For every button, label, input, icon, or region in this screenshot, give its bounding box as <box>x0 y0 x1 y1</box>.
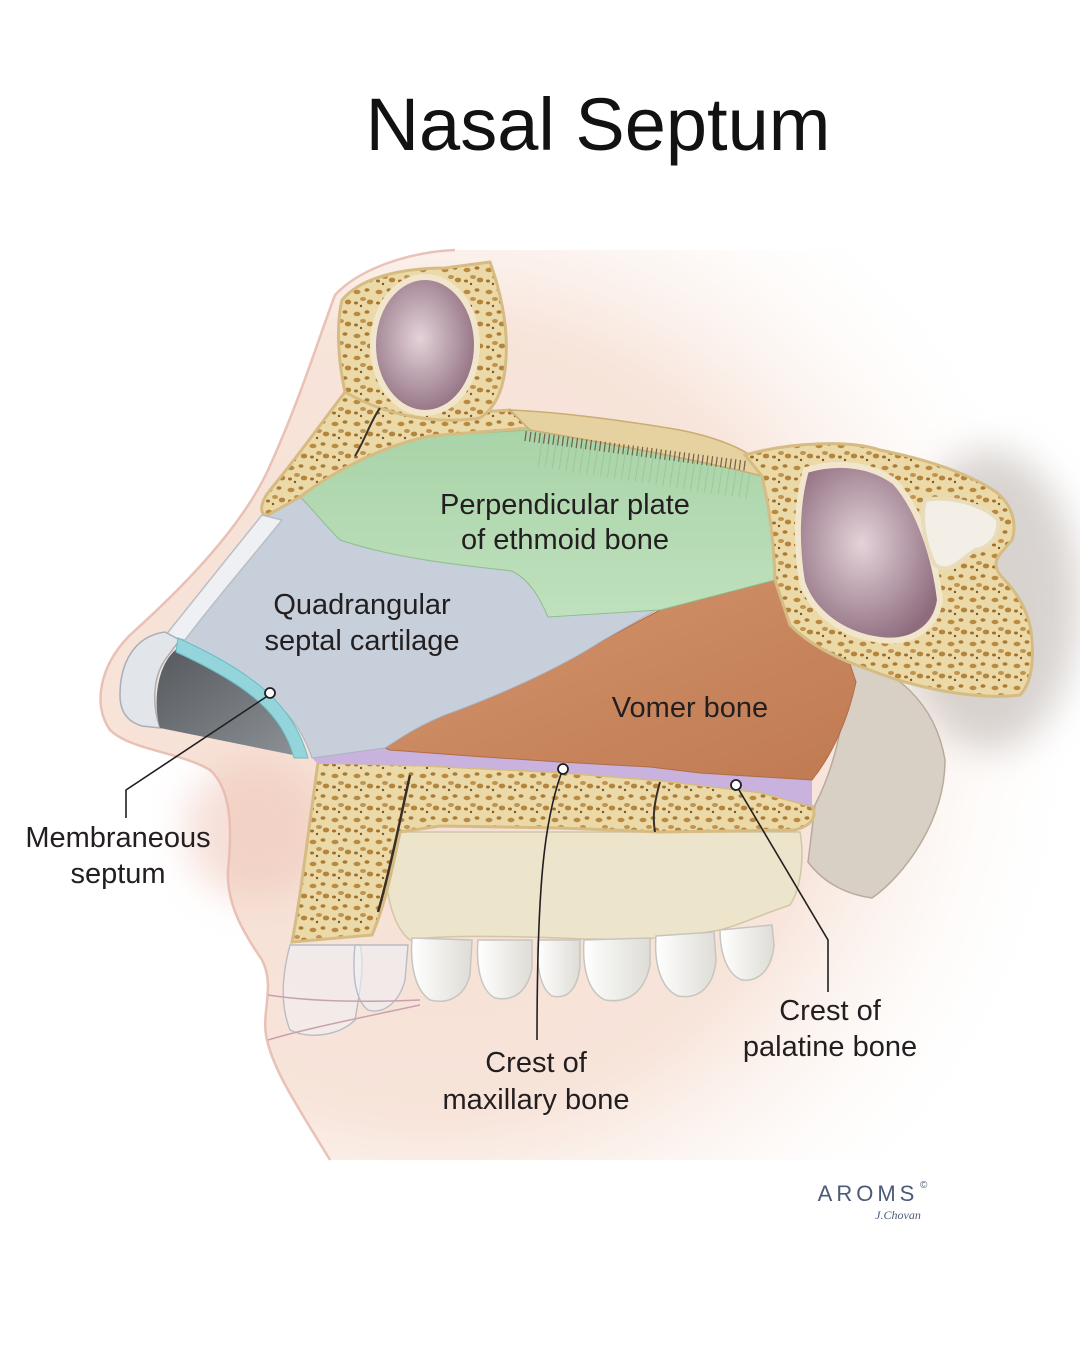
upper-lip-shading <box>185 760 325 900</box>
pterygoid-region <box>807 648 946 899</box>
cribriform-plate <box>508 409 764 478</box>
lip-line-lower <box>267 1004 421 1041</box>
artist-signature: J.Chovan <box>875 1208 921 1222</box>
ethmoid-striations <box>537 437 753 499</box>
frontal-sinus <box>370 274 480 416</box>
perpendicular-plate-label-line2: of ethmoid bone <box>461 524 669 556</box>
membraneous-septum-leader-dot <box>264 687 276 699</box>
crest-palatine-label-line2: palatine bone <box>743 1031 917 1063</box>
aroms-logo: AROMS © J.Chovan <box>818 1180 928 1222</box>
page-title: Nasal Septum <box>366 83 831 166</box>
crest-maxillary-label-line1: Crest of <box>485 1047 587 1079</box>
palate-bone <box>290 760 816 944</box>
quadrangular-cartilage-label-line2: septal cartilage <box>264 625 459 657</box>
crest-maxillary-leader <box>536 773 562 1041</box>
crest-maxillary-leader-dot <box>557 763 569 775</box>
tooth <box>476 939 533 1000</box>
logo-text: AROMS <box>818 1181 919 1206</box>
lip-line-upper <box>267 994 421 1002</box>
nasal-bone-suture <box>354 407 381 457</box>
quadrangular-cartilage-label-line1: Quadrangular <box>273 589 451 621</box>
incisor <box>282 944 363 1036</box>
nostril-vestibule <box>156 648 298 756</box>
front-incisors <box>282 944 409 1036</box>
tooth <box>654 931 717 998</box>
crest-strip <box>312 744 812 806</box>
crest-palatine-leader-dot <box>730 779 742 791</box>
face-profile-line <box>99 248 456 1161</box>
membraneous-septum-label-line2: septum <box>70 858 165 890</box>
tooth <box>719 924 775 981</box>
crest-palatine-label-line1: Crest of <box>779 995 881 1027</box>
membraneous-septum-label-line1: Membraneous <box>25 822 210 854</box>
maxilla-body <box>383 831 803 941</box>
membraneous-septum-leader <box>125 696 267 818</box>
incisor <box>353 944 409 1012</box>
sphenoid-sinus <box>794 461 944 644</box>
membraneous-septum-region <box>175 637 309 759</box>
logo-copyright-mark: © <box>920 1180 928 1191</box>
alar-cartilage <box>119 631 182 729</box>
perpendicular-plate-label-line1: Perpendicular plate <box>440 489 690 521</box>
premaxilla-suture <box>376 774 412 913</box>
vomer-label: Vomer bone <box>612 692 768 724</box>
tooth <box>410 937 473 1002</box>
crest-maxillary-label-line2: maxillary bone <box>443 1084 630 1116</box>
palatine-suture <box>652 781 661 833</box>
lateral-cartilage-edge <box>163 514 284 641</box>
tooth <box>582 937 651 1002</box>
crest-palatine-leader <box>738 789 829 992</box>
sphenoid-recess <box>921 496 1001 571</box>
teeth <box>410 924 775 1002</box>
